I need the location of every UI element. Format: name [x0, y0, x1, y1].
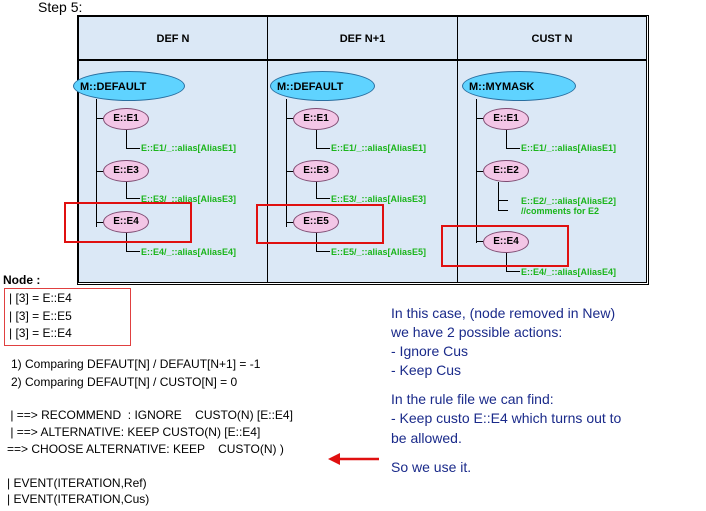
node-line: | [3] = E::E5 — [9, 309, 72, 323]
alias-label: E::E3/_::alias[AliasE3] — [331, 194, 427, 204]
custom-node-highlight — [441, 225, 569, 267]
note-conclusion: So we use it. — [391, 459, 472, 475]
alias-label: E::E1/_::alias[AliasE1] — [331, 143, 427, 153]
tree-branch — [96, 118, 104, 119]
comparison-line: 2) Comparing DEFAUT[N] / CUSTO[N] = 0 — [11, 375, 238, 389]
note-line: - Ignore Cus — [391, 343, 469, 359]
alias-connector — [316, 251, 330, 252]
element-node: E::E1 — [483, 108, 529, 130]
alias-label: E::E4/_::alias[AliasE4] — [141, 247, 237, 257]
red-arrow-icon — [328, 453, 379, 465]
step-title: Step 5: — [38, 0, 83, 15]
note-line: we have 2 possible actions: — [391, 324, 563, 340]
note-line: - Keep Cus — [391, 362, 462, 378]
alias-connector — [506, 253, 507, 271]
element-node: E::E2 — [483, 160, 529, 182]
node-label: Node : — [3, 273, 41, 287]
note-line: - Keep custo E::E4 which turns out to — [391, 410, 622, 426]
alias-connector — [316, 130, 317, 148]
alias-connector — [316, 182, 317, 198]
alias-connector — [506, 130, 507, 148]
element-node: E::E3 — [293, 160, 339, 182]
tree-trunk — [286, 99, 287, 227]
mask-node: M::DEFAULT — [270, 71, 375, 101]
alias-label: E::E4/_::alias[AliasE4] — [521, 267, 617, 277]
element-node: E::E5 — [293, 211, 339, 233]
alias-label: E::E1/_::alias[AliasE1] — [521, 143, 617, 153]
element-node: E::E1 — [293, 108, 339, 130]
column-header-def-n: DEF N — [78, 16, 268, 60]
alias-connector — [506, 148, 520, 149]
removed-node-highlight — [64, 202, 192, 243]
note-line: In the rule file we can find: — [391, 391, 554, 407]
mask-node: M::MYMASK — [462, 71, 576, 101]
tree-branch — [476, 241, 484, 242]
alias-connector — [506, 271, 520, 272]
column-header-def-n1: DEF N+1 — [267, 16, 458, 60]
tree-branch — [286, 118, 294, 119]
node-box — [4, 288, 131, 346]
tree-branch — [286, 222, 294, 223]
element-node: E::E3 — [103, 160, 149, 182]
tree-branch — [96, 222, 104, 223]
alias-label: E::E3/_::alias[AliasE3] — [141, 194, 237, 204]
node-line: | [3] = E::E4 — [9, 291, 72, 305]
event-line: | EVENT(ITERATION,Ref) — [7, 476, 147, 490]
alias-connector — [316, 148, 330, 149]
alias-connector — [126, 251, 140, 252]
alias-connector — [126, 198, 140, 199]
element-node: E::E4 — [483, 231, 529, 253]
column-header-cust-n: CUST N — [457, 16, 647, 60]
tree-branch — [476, 171, 484, 172]
alias-connector — [126, 148, 140, 149]
alias-connector — [126, 182, 127, 198]
note-line: be allowed. — [391, 430, 462, 446]
alias-label: E::E1/_::alias[AliasE1] — [141, 143, 237, 153]
alias-connector — [126, 130, 127, 148]
new-node-highlight — [256, 204, 384, 244]
choose-line: ==> CHOOSE ALTERNATIVE: KEEP CUSTO(N) ) — [7, 442, 284, 456]
comment-label: //comments for E2 — [521, 206, 600, 216]
comparison-line: 1) Comparing DEFAUT[N] / DEFAUT[N+1] = -… — [11, 357, 261, 371]
recommend-line: | ==> RECOMMEND : IGNORE CUSTO(N) [E::E4… — [7, 408, 293, 422]
event-line: | EVENT(ITERATION,Cus) — [7, 492, 150, 506]
element-node: E::E1 — [103, 108, 149, 130]
tree-branch — [476, 118, 484, 119]
alias-label: E::E2/_::alias[AliasE2] — [521, 196, 617, 206]
alias-connector — [498, 182, 499, 210]
tree-branch — [286, 171, 294, 172]
alias-connector — [316, 198, 330, 199]
note-line: In this case, (node removed in New) — [391, 305, 616, 321]
alias-label: E::E5/_::alias[AliasE5] — [331, 247, 427, 257]
alias-connector — [498, 210, 508, 211]
alias-connector — [498, 200, 508, 201]
element-node: E::E4 — [103, 211, 149, 233]
alternative-line: | ==> ALTERNATIVE: KEEP CUSTO(N) [E::E4] — [7, 425, 261, 439]
mask-node: M::DEFAULT — [73, 71, 185, 101]
node-line: | [3] = E::E4 — [9, 326, 72, 340]
tree-trunk — [96, 99, 97, 227]
tree-branch — [96, 171, 104, 172]
